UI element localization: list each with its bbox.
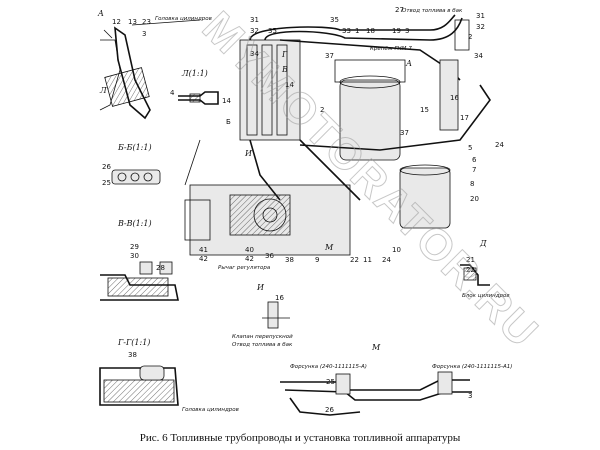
svg-text:В: В bbox=[281, 65, 288, 74]
view-d-detail: Д 21 22 Блок цилиндров bbox=[460, 239, 510, 299]
svg-text:35: 35 bbox=[330, 16, 339, 24]
svg-text:30: 30 bbox=[130, 252, 139, 260]
svg-text:33: 33 bbox=[342, 27, 351, 35]
svg-text:37: 37 bbox=[400, 129, 409, 137]
note-golovka-top: Головка цилиндров bbox=[155, 16, 212, 22]
note-klapan: Клапан перепускной bbox=[232, 334, 293, 340]
svg-text:38: 38 bbox=[128, 351, 137, 359]
view-bb-section: Б-Б(1:1) 26 25 bbox=[102, 143, 161, 187]
svg-text:40: 40 bbox=[245, 246, 254, 254]
svg-text:23: 23 bbox=[142, 18, 151, 26]
figure-caption: Рис. 6 Топливные трубопроводы и установк… bbox=[139, 432, 461, 444]
note-blok: Блок цилиндров bbox=[462, 293, 510, 299]
svg-text:24: 24 bbox=[495, 141, 504, 149]
svg-text:42: 42 bbox=[245, 255, 254, 263]
svg-text:13: 13 bbox=[128, 18, 137, 26]
watermark: MYMOTORATOR.RU bbox=[192, 2, 548, 358]
svg-text:И: И bbox=[244, 149, 253, 158]
note-otvod-top: Отвод топлива в бак bbox=[402, 8, 463, 14]
svg-text:20: 20 bbox=[470, 195, 479, 203]
main-pump-assembly bbox=[184, 14, 491, 256]
svg-text:14: 14 bbox=[285, 81, 294, 89]
svg-text:24: 24 bbox=[382, 256, 391, 264]
svg-text:16: 16 bbox=[275, 294, 284, 302]
view-i-detail: И 16 Клапан перепускной Отвод топлива в … bbox=[232, 283, 293, 348]
svg-text:27: 27 bbox=[395, 6, 404, 14]
svg-text:3: 3 bbox=[405, 27, 409, 35]
svg-text:2: 2 bbox=[320, 106, 324, 114]
svg-text:31: 31 bbox=[250, 16, 259, 24]
svg-text:31: 31 bbox=[476, 12, 485, 20]
svg-text:15: 15 bbox=[420, 106, 429, 114]
view-a-injector: A 12 13 23 3 Головка цилиндров Л bbox=[97, 9, 212, 120]
view-l-title: Л(1:1) bbox=[181, 69, 208, 78]
svg-text:5: 5 bbox=[468, 144, 472, 152]
svg-text:28: 28 bbox=[156, 264, 165, 272]
svg-text:3: 3 bbox=[468, 392, 472, 400]
svg-text:2: 2 bbox=[468, 33, 472, 41]
svg-text:1: 1 bbox=[355, 27, 359, 35]
view-gg-section: Г-Г(1:1) 38 Головка цилиндров bbox=[99, 338, 239, 413]
svg-text:21: 21 bbox=[466, 256, 475, 264]
svg-text:32: 32 bbox=[250, 27, 259, 35]
svg-text:Л: Л bbox=[99, 86, 107, 95]
svg-text:4: 4 bbox=[170, 89, 175, 97]
svg-text:26: 26 bbox=[325, 406, 334, 414]
view-bb-title: Б-Б(1:1) bbox=[117, 143, 152, 152]
view-gg-title: Г-Г(1:1) bbox=[117, 338, 150, 347]
note-forsunka-1: Форсунка (240-1111115-А) bbox=[290, 364, 367, 370]
svg-text:36: 36 bbox=[265, 252, 274, 260]
svg-text:Г: Г bbox=[281, 50, 288, 59]
svg-text:19: 19 bbox=[392, 27, 401, 35]
view-d-title: Д bbox=[479, 239, 487, 248]
svg-text:29: 29 bbox=[130, 243, 139, 251]
note-otvod-bak: Отвод топлива в бак bbox=[232, 342, 293, 348]
svg-text:41: 41 bbox=[199, 246, 208, 254]
svg-text:М: М bbox=[324, 243, 334, 252]
svg-text:14: 14 bbox=[222, 97, 231, 105]
svg-text:Б: Б bbox=[226, 118, 231, 126]
svg-text:42: 42 bbox=[199, 255, 208, 263]
svg-text:35: 35 bbox=[268, 27, 277, 35]
svg-text:11: 11 bbox=[363, 256, 372, 264]
svg-text:37: 37 bbox=[325, 52, 334, 60]
view-m-detail: M Форсунка (240-1111115-А) Форсунка (240… bbox=[280, 343, 512, 416]
view-i-title: И bbox=[256, 283, 265, 292]
svg-text:9: 9 bbox=[315, 256, 319, 264]
view-a-title: A bbox=[97, 9, 104, 18]
note-golovka-gg: Головка цилиндров bbox=[182, 407, 239, 413]
svg-text:25: 25 bbox=[326, 378, 335, 386]
svg-text:34: 34 bbox=[250, 50, 259, 58]
svg-text:25: 25 bbox=[102, 179, 111, 187]
view-l-detail: Л(1:1) 4 bbox=[170, 69, 219, 105]
svg-text:7: 7 bbox=[472, 166, 476, 174]
note-rychag: Рычаг регулятора bbox=[218, 265, 271, 271]
svg-text:32: 32 bbox=[476, 23, 485, 31]
svg-text:А: А bbox=[405, 59, 412, 68]
svg-text:38: 38 bbox=[285, 256, 294, 264]
svg-text:22: 22 bbox=[466, 266, 475, 274]
svg-text:12: 12 bbox=[112, 18, 121, 26]
view-vv-title: В-В(1:1) bbox=[117, 219, 152, 228]
main-labels: 31 32 35 35 33 1 18 19 3 31 32 2 34 27 О… bbox=[199, 6, 504, 271]
view-m-title: M bbox=[371, 343, 381, 352]
svg-text:16: 16 bbox=[450, 94, 459, 102]
svg-text:8: 8 bbox=[470, 180, 474, 188]
svg-text:34: 34 bbox=[474, 52, 483, 60]
svg-text:6: 6 bbox=[472, 156, 477, 164]
svg-text:17: 17 bbox=[460, 114, 469, 122]
svg-text:18: 18 bbox=[366, 27, 375, 35]
svg-text:3: 3 bbox=[142, 30, 146, 38]
watermark-text: MYMOTORATOR.RU bbox=[193, 2, 548, 357]
svg-text:26: 26 bbox=[102, 163, 111, 171]
note-krepezh: Крепёж ГНМ-7 bbox=[370, 46, 412, 52]
svg-text:10: 10 bbox=[392, 246, 401, 254]
view-vv-section: В-В(1:1) 29 30 28 bbox=[100, 219, 179, 301]
svg-text:22: 22 bbox=[350, 256, 359, 264]
note-forsunka-2: Форсунка (240-1111115-А1) bbox=[432, 364, 512, 370]
